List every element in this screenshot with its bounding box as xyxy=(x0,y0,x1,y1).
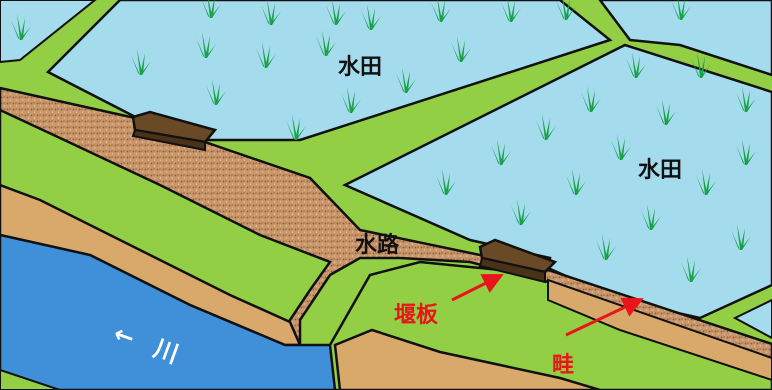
label-weir-board: 堰板 xyxy=(394,303,439,328)
label-channel: 水路 xyxy=(355,232,400,258)
paddy-top-right xyxy=(598,0,772,77)
river xyxy=(0,233,347,390)
bank-slope-right xyxy=(333,328,601,390)
bank-bottom-left xyxy=(0,368,61,390)
levee-side xyxy=(547,278,772,382)
label-levee: 畦 xyxy=(552,353,574,378)
paddy-corner xyxy=(0,0,97,64)
paddy-upper xyxy=(45,0,613,142)
label-paddy-right: 水田 xyxy=(638,158,682,183)
weir-board-icon xyxy=(478,238,558,284)
red-arrow-icon xyxy=(565,297,644,337)
red-arrow-icon xyxy=(451,274,504,302)
weir-board-icon xyxy=(131,110,218,152)
paddy-small xyxy=(732,298,772,340)
label-paddy-upper: 水田 xyxy=(338,55,382,80)
